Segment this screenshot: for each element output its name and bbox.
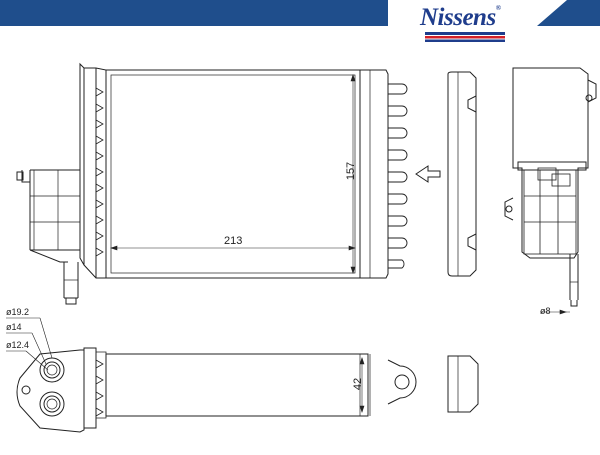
brand-name: Nissens bbox=[420, 4, 496, 31]
depth-dimension-label: 42 bbox=[352, 377, 365, 391]
flow-arrow-icon bbox=[415, 165, 441, 183]
brand-stripes bbox=[425, 32, 505, 42]
side-view bbox=[447, 71, 477, 277]
bottom-view bbox=[6, 317, 479, 433]
header-banner-left bbox=[0, 0, 388, 26]
pipe-diameter-label: ø8 bbox=[540, 306, 551, 316]
width-dimension-label: 213 bbox=[224, 235, 243, 247]
height-dimension-label: 157 bbox=[345, 161, 358, 181]
outer-diameter-label: ø19.2 bbox=[6, 307, 30, 317]
end-view bbox=[504, 67, 597, 315]
brand-logo: Nissens® bbox=[420, 4, 501, 32]
front-view bbox=[16, 62, 408, 305]
brand-mark: ® bbox=[495, 4, 501, 12]
inner-diameter-label: ø12.4 bbox=[6, 340, 30, 350]
header-banner-right bbox=[537, 0, 600, 26]
mid-diameter-label: ø14 bbox=[6, 322, 22, 332]
